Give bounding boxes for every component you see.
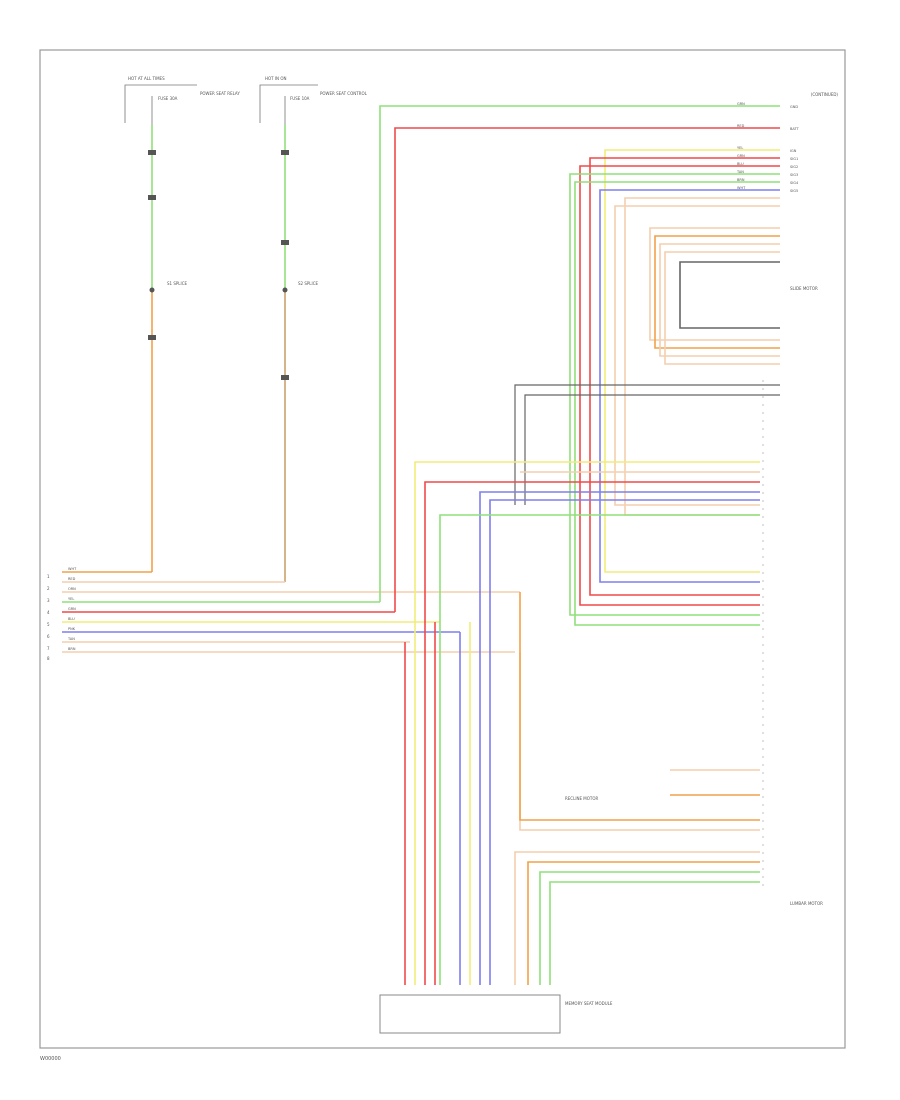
source-1-label: HOT AT ALL TIMES — [128, 76, 165, 81]
gray-bundle — [514, 384, 780, 505]
svg-text:SIG1: SIG1 — [790, 157, 798, 161]
footer-id: W00000 — [40, 1056, 61, 1062]
svg-text:WHT: WHT — [68, 567, 77, 571]
svg-text:GND: GND — [790, 105, 798, 109]
svg-text:RED: RED — [737, 124, 745, 128]
svg-text:SIG3: SIG3 — [790, 173, 798, 177]
svg-text:BRN: BRN — [737, 178, 745, 182]
right-upper-bundle — [569, 149, 780, 626]
left-harness-bus: 1 2 3 4 5 6 7 8 — [47, 571, 520, 661]
splice-2-label: S2 SPLICE — [298, 281, 319, 286]
svg-text:SIG2: SIG2 — [790, 165, 798, 169]
source-2-label: HOT IN ON — [265, 76, 286, 81]
svg-text:BATT: BATT — [790, 127, 800, 131]
svg-text:BLU: BLU — [68, 617, 75, 621]
source-feed-wires — [148, 125, 289, 582]
source-2-fuse: FUSE 10A — [290, 96, 310, 101]
bottom-module-drops — [404, 622, 471, 985]
source-1-fuse: FUSE 30A — [158, 96, 178, 101]
svg-text:BRN: BRN — [68, 647, 76, 651]
svg-text:TAN: TAN — [736, 170, 744, 174]
recline-motor-label: RECLINE MOTOR — [565, 796, 598, 801]
svg-text:4: 4 — [47, 610, 50, 615]
right-wire-labels: GRN RED YEL GRN BLU TAN BRN WHT — [736, 102, 746, 190]
svg-text:GRN: GRN — [737, 154, 745, 158]
svg-text:2: 2 — [47, 586, 50, 591]
power-source-2: HOT IN ON FUSE 10A POWER SEAT CONTROL — [259, 76, 368, 125]
lumbar-motor-label: LUMBAR MOTOR — [790, 901, 823, 906]
diagram-frame — [39, 49, 846, 1049]
svg-text:ORN: ORN — [68, 587, 76, 591]
svg-text:RED: RED — [68, 577, 76, 581]
memory-seat-module: MEMORY SEAT MODULE — [379, 994, 613, 1034]
svg-text:6: 6 — [47, 634, 50, 639]
svg-text:5: 5 — [47, 622, 50, 627]
svg-text:YEL: YEL — [737, 146, 743, 150]
mid-connector-wires — [414, 461, 760, 985]
header-tag: (CONTINUED) — [811, 92, 839, 97]
svg-text:WHT: WHT — [737, 186, 746, 190]
svg-text:SIG4: SIG4 — [790, 181, 799, 185]
top-long-runs — [379, 105, 780, 612]
splice-1: S1 SPLICE — [149, 281, 188, 293]
svg-text:SIG5: SIG5 — [790, 189, 798, 193]
svg-text:BLU: BLU — [737, 162, 744, 166]
svg-text:TAN: TAN — [67, 637, 75, 641]
svg-text:7: 7 — [47, 646, 50, 651]
left-wire-labels: WHT RED ORN YEL GRN BLU PNK TAN BRN — [67, 567, 77, 651]
svg-text:PNK: PNK — [68, 627, 76, 631]
source-2-desc: POWER SEAT CONTROL — [320, 91, 368, 96]
splice-1-label: S1 SPLICE — [167, 281, 188, 286]
source-1-desc: POWER SEAT RELAY — [200, 91, 240, 96]
svg-text:YEL: YEL — [68, 597, 74, 601]
svg-text:GRN: GRN — [68, 607, 76, 611]
power-source-1: HOT AT ALL TIMES FUSE 30A POWER SEAT REL… — [124, 76, 240, 125]
svg-text:GRN: GRN — [737, 102, 745, 106]
svg-text:1: 1 — [47, 574, 50, 579]
module-label: MEMORY SEAT MODULE — [565, 1001, 613, 1006]
lower-right-wires: LUMBAR MOTOR — [514, 769, 823, 985]
svg-text:3: 3 — [47, 598, 50, 603]
svg-text:8: 8 — [47, 656, 50, 661]
slide-motor-label: SLIDE MOTOR — [790, 286, 818, 291]
right-pin-labels: GND BATT IGN SIG1 SIG2 SIG3 SIG4 SIG5 — [790, 105, 800, 193]
splice-2: S2 SPLICE — [282, 281, 319, 293]
slide-motor-block: SLIDE MOTOR — [649, 227, 818, 365]
svg-text:IGN: IGN — [790, 149, 797, 153]
